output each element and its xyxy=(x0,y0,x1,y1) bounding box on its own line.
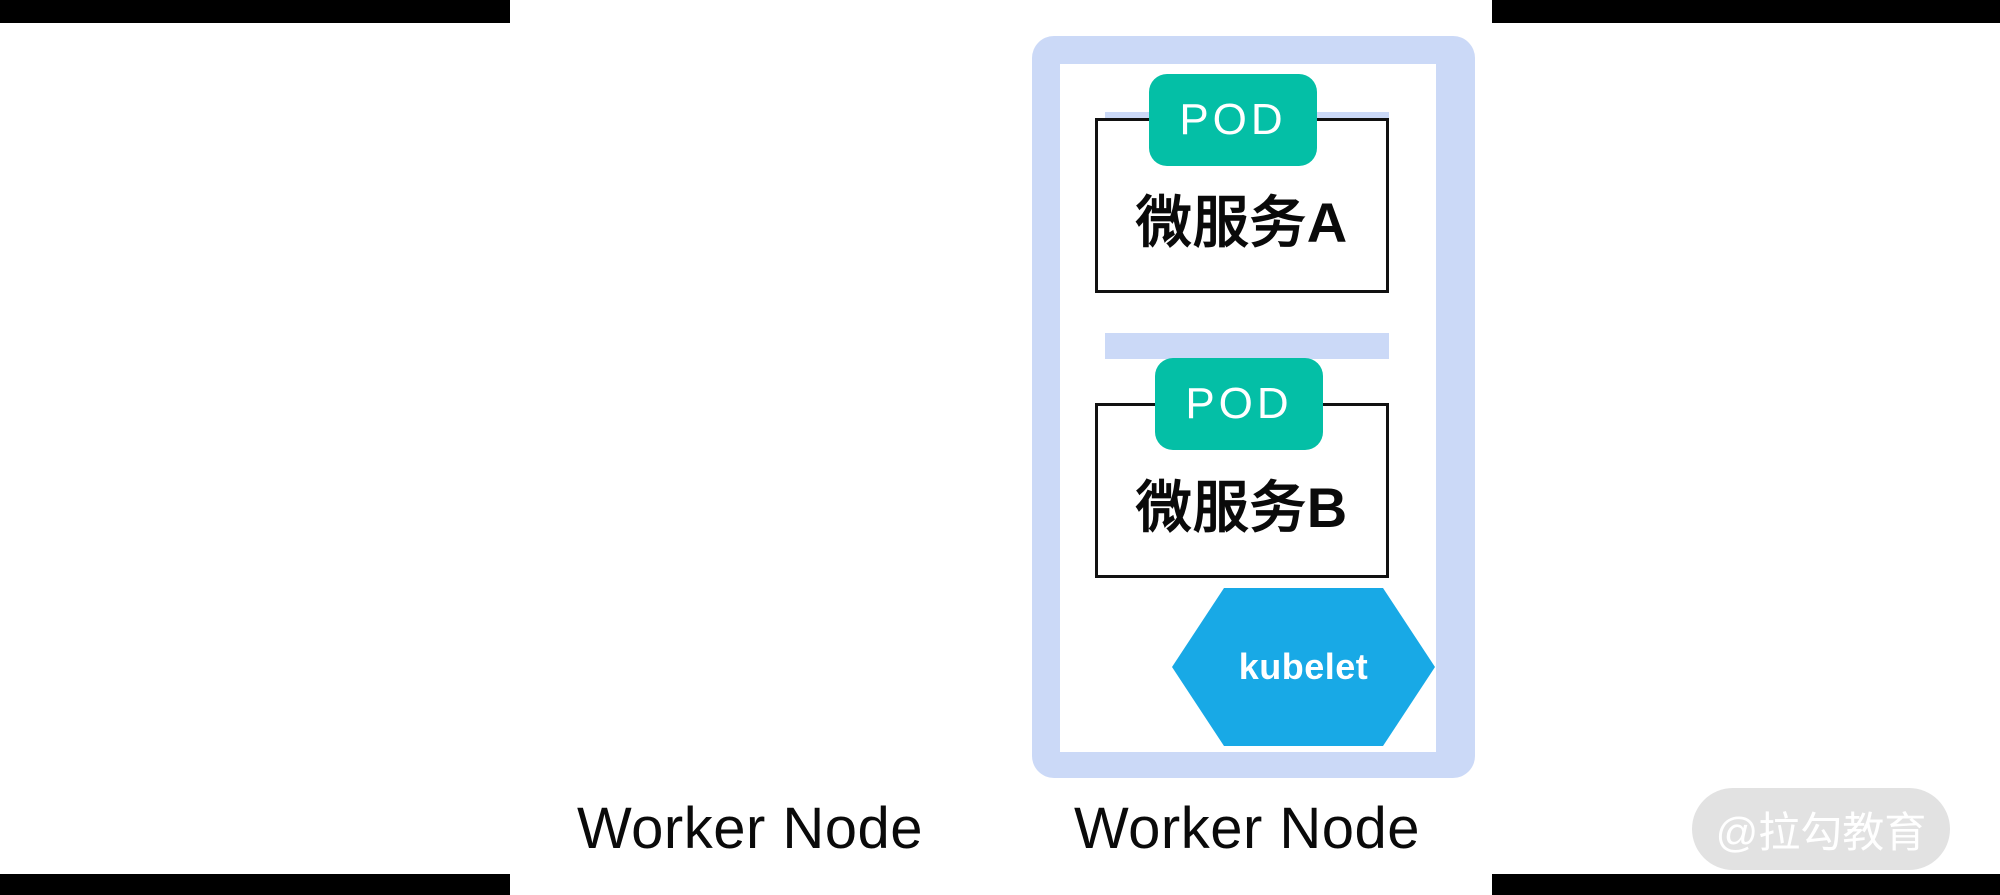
pod-badge: POD xyxy=(1155,358,1323,450)
worker-node-frame: 微服务A POD 微服务B POD kubelet xyxy=(1032,36,1462,778)
worker-node-caption: Worker Node xyxy=(1073,795,1421,861)
accent-bar xyxy=(1105,333,1389,359)
service-label: 微服务B xyxy=(1135,476,1349,539)
worker-node-caption: Worker Node xyxy=(576,795,924,861)
kubelet-label: kubelet xyxy=(1238,646,1369,687)
kubelet-hexagon: kubelet xyxy=(1172,588,1435,746)
content-strip: 微服务A POD 微服务B POD kubelet Worker Node xyxy=(510,0,1492,895)
hexagon-shape xyxy=(1172,588,1435,746)
pod-badge: POD xyxy=(1149,74,1317,166)
worker-node-inner: 微服务A POD 微服务B POD kubelet xyxy=(1060,64,1436,752)
pod-badge-label: POD xyxy=(1179,95,1287,144)
watermark-pill: @拉勾教育 xyxy=(1692,788,1950,870)
service-label: 微服务A xyxy=(1135,191,1349,254)
pod-badge-label: POD xyxy=(1185,379,1293,428)
watermark-text: @拉勾教育 xyxy=(1715,808,1927,856)
